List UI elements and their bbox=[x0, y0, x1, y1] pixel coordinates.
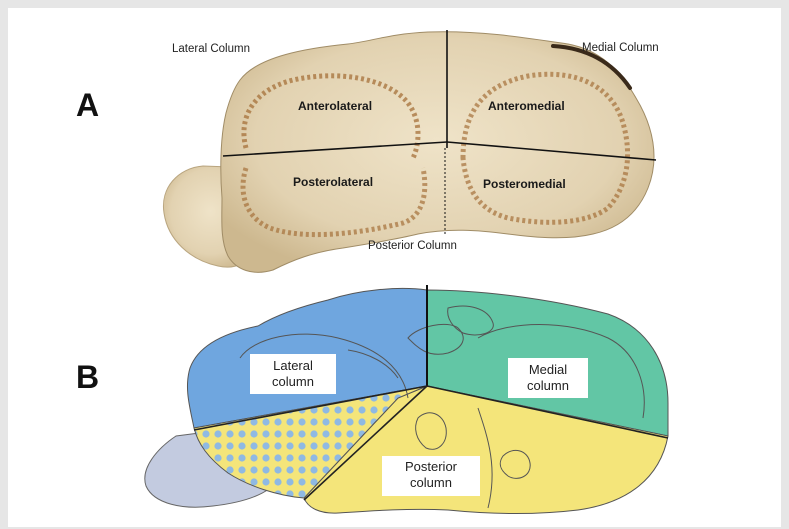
panel-a: A Lateral Column Medial Column Posterior… bbox=[76, 30, 659, 272]
medial-column-text-2: column bbox=[527, 378, 569, 393]
figure-frame: A Lateral Column Medial Column Posterior… bbox=[8, 8, 781, 527]
lateral-column-text-2: column bbox=[272, 374, 314, 389]
medial-column-text-1: Medial bbox=[529, 362, 567, 377]
lateral-column-text-1: Lateral bbox=[273, 358, 313, 373]
posterior-column-text-1: Posterior bbox=[405, 459, 458, 474]
posterolateral-label: Posterolateral bbox=[293, 175, 373, 189]
lateral-column-label: Lateral Column bbox=[172, 43, 250, 55]
panel-b: Lateral column Medial column Posterior c… bbox=[76, 285, 668, 513]
anteromedial-label: Anteromedial bbox=[488, 99, 565, 113]
posterior-column-text-2: column bbox=[410, 475, 452, 490]
panel-a-label: A bbox=[76, 87, 99, 123]
posterior-column-label: Posterior Column bbox=[368, 240, 457, 252]
medial-column-label: Medial Column bbox=[582, 42, 659, 54]
tibial-plateau-figure: A Lateral Column Medial Column Posterior… bbox=[8, 8, 781, 527]
anterolateral-label: Anterolateral bbox=[298, 99, 372, 113]
panel-b-label: B bbox=[76, 359, 99, 395]
posteromedial-label: Posteromedial bbox=[483, 177, 566, 191]
